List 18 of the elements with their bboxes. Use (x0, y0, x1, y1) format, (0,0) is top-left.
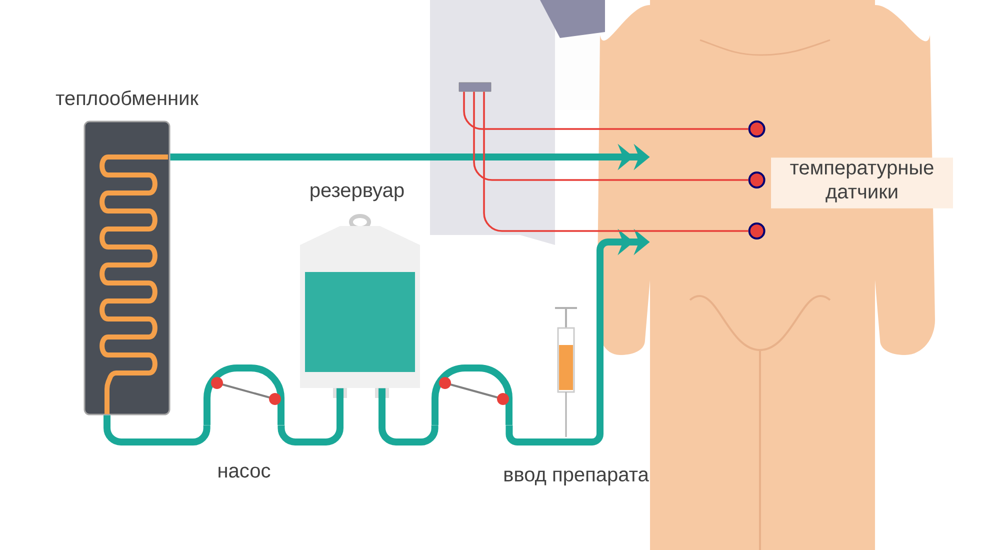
reservoir-bag: резервуар (300, 186, 420, 398)
heat-exchanger: теплообменник (56, 90, 199, 416)
sensor-dot (748, 172, 766, 188)
tube (378, 388, 438, 446)
injection-label: ввод препарата (504, 470, 649, 486)
node-label: резервуар (310, 186, 404, 202)
pump-drawing (432, 364, 512, 425)
node-label: насос (218, 466, 270, 478)
wire (463, 92, 748, 130)
sensor-dot (748, 222, 766, 240)
node-label: теплообменник (56, 90, 199, 106)
wire (473, 92, 748, 181)
sensor-dot (748, 120, 766, 138)
wire (483, 92, 748, 232)
connector-block (458, 82, 492, 92)
sensor-label: температурные датчики (771, 158, 953, 208)
tube (278, 388, 344, 446)
pump-drawing: насос (204, 364, 284, 478)
